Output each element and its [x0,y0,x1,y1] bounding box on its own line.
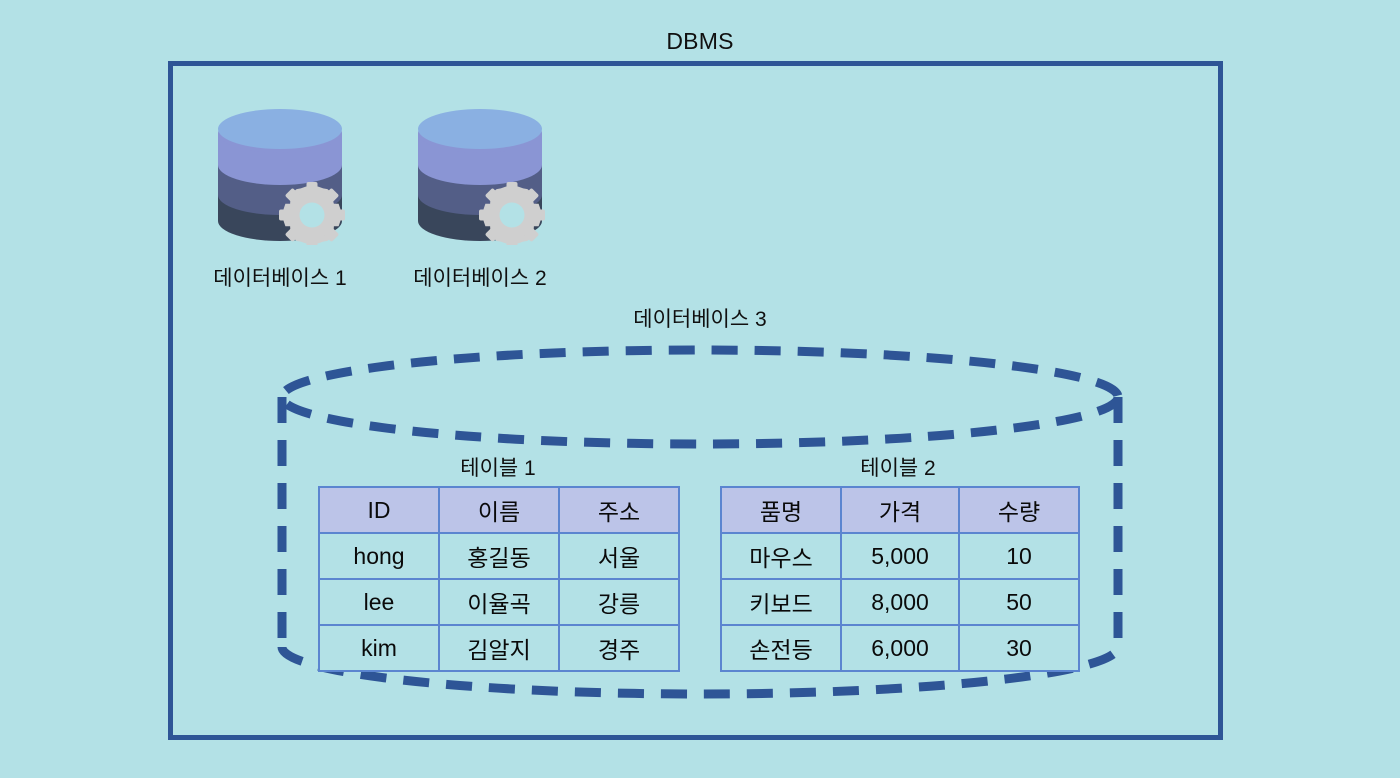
table-1-cell: hong [318,532,440,580]
table-1-cell: 서울 [558,532,680,580]
table-2-header-cell: 수량 [958,486,1080,534]
table-2-cell: 키보드 [720,578,842,626]
database-2-icon [414,103,546,245]
table-2-cell: 손전등 [720,624,842,672]
table-1-cell: 이율곡 [438,578,560,626]
table-1-cell: 경주 [558,624,680,672]
table-1-header-cell: 이름 [438,486,560,534]
table-header-row: 품명 가격 수량 [720,486,1080,534]
table-2-cell: 8,000 [840,578,960,626]
dbms-boundary-frame [168,61,1223,740]
table-2: 품명 가격 수량 마우스 5,000 10 키보드 8,000 50 손전등 6… [720,486,1080,672]
table-row: 마우스 5,000 10 [720,532,1080,580]
table-2-cell: 50 [958,578,1080,626]
table-2-header-cell: 가격 [840,486,960,534]
table-1-cell: 김알지 [438,624,560,672]
table-1-cell: kim [318,624,440,672]
table-1-header-cell: 주소 [558,486,680,534]
table-2-cell: 30 [958,624,1080,672]
database-2-label: 데이터베이스 2 [413,267,547,290]
table-2-cell: 6,000 [840,624,960,672]
table-1-header-cell: ID [318,486,440,534]
table-1-cell: 홍길동 [438,532,560,580]
database-1-icon [214,103,346,245]
table-1: ID 이름 주소 hong 홍길동 서울 lee 이율곡 강릉 kim 김알지 … [318,486,680,672]
table-2-caption: 테이블 2 [860,457,936,480]
diagram-title: DBMS [666,28,734,54]
table-2-cell: 5,000 [840,532,960,580]
table-2-cell: 10 [958,532,1080,580]
table-row: hong 홍길동 서울 [318,532,680,580]
table-2-header-cell: 품명 [720,486,842,534]
table-row: 손전등 6,000 30 [720,624,1080,672]
database-1-label: 데이터베이스 1 [213,267,347,290]
table-row: 키보드 8,000 50 [720,578,1080,626]
table-row: lee 이율곡 강릉 [318,578,680,626]
table-1-cell: lee [318,578,440,626]
table-1-caption: 테이블 1 [460,457,536,480]
table-1-cell: 강릉 [558,578,680,626]
table-row: kim 김알지 경주 [318,624,680,672]
gear-icon [279,182,345,245]
table-2-cell: 마우스 [720,532,842,580]
table-header-row: ID 이름 주소 [318,486,680,534]
gear-icon [479,182,545,245]
database-3-label: 데이터베이스 3 [633,308,767,331]
